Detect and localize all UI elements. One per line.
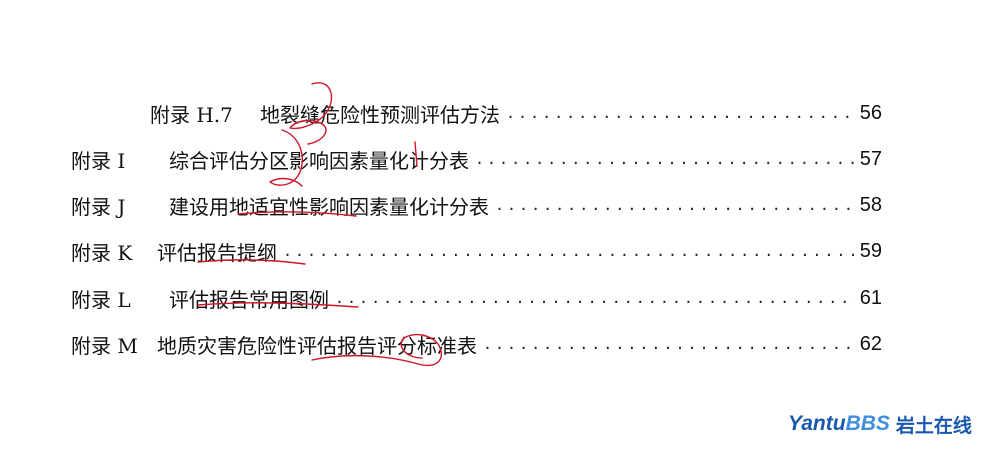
toc-entry-code: 附录 J	[71, 194, 126, 219]
toc-entry-title: 地裂缝危险性预测评估方法	[260, 102, 500, 127]
toc-entry-page: 56	[859, 101, 882, 124]
toc-entry-page: 59	[859, 239, 882, 262]
toc-entry-page: 58	[859, 193, 882, 216]
toc-entry-title: 综合评估分区影响因素量化计分表	[169, 148, 469, 173]
toc-entry-code: 附录 I	[71, 148, 126, 173]
toc-entry-title: 评估报告提纲	[157, 240, 277, 265]
toc-leader-dots: ........................................…	[283, 242, 856, 260]
toc-leader-dots: ........................................…	[506, 104, 856, 122]
toc-leader-dots: ........................................…	[335, 289, 856, 307]
toc-entry-page: 57	[859, 147, 882, 170]
toc-entry: 附录 M 地质灾害危险性评估报告评分标准表 ..................…	[71, 329, 882, 359]
toc-entry-page: 62	[859, 332, 882, 355]
toc-entry: 附录 L 评估报告常用图例 ..........................…	[71, 283, 882, 313]
toc-entry-code: 附录 M	[71, 333, 138, 358]
toc-entry-code: 附录 L	[71, 287, 131, 312]
toc-entry-title: 地质灾害危险性评估报告评分标准表	[157, 333, 477, 358]
watermark-text: 岩土在线	[895, 415, 972, 437]
toc-leader-dots: ........................................…	[495, 196, 856, 214]
toc-entry: 附录 H.7 地裂缝危险性预测评估方法 ....................…	[150, 98, 882, 128]
toc-entry: 附录 J 建设用地适宜性影响因素量化计分表 ..................…	[71, 190, 882, 220]
toc-entry-code: 附录 H.7	[150, 102, 233, 127]
watermark-logo: Yantu BBS 岩土在线	[788, 409, 978, 439]
toc-entry-page: 61	[859, 286, 882, 309]
watermark-text: BBS	[845, 412, 890, 435]
toc-entry: 附录 K 评估报告提纲 ............................…	[71, 236, 882, 266]
toc-entry: 附录 I 综合评估分区影响因素量化计分表 ...................…	[71, 144, 882, 174]
toc-entry-code: 附录 K	[71, 240, 133, 265]
toc-entry-title: 评估报告常用图例	[169, 287, 329, 312]
toc-leader-dots: ........................................…	[475, 150, 856, 168]
toc-leader-dots: ........................................…	[483, 335, 856, 353]
watermark-text: Yantu	[788, 412, 846, 435]
toc-entry-title: 建设用地适宜性影响因素量化计分表	[169, 194, 489, 219]
